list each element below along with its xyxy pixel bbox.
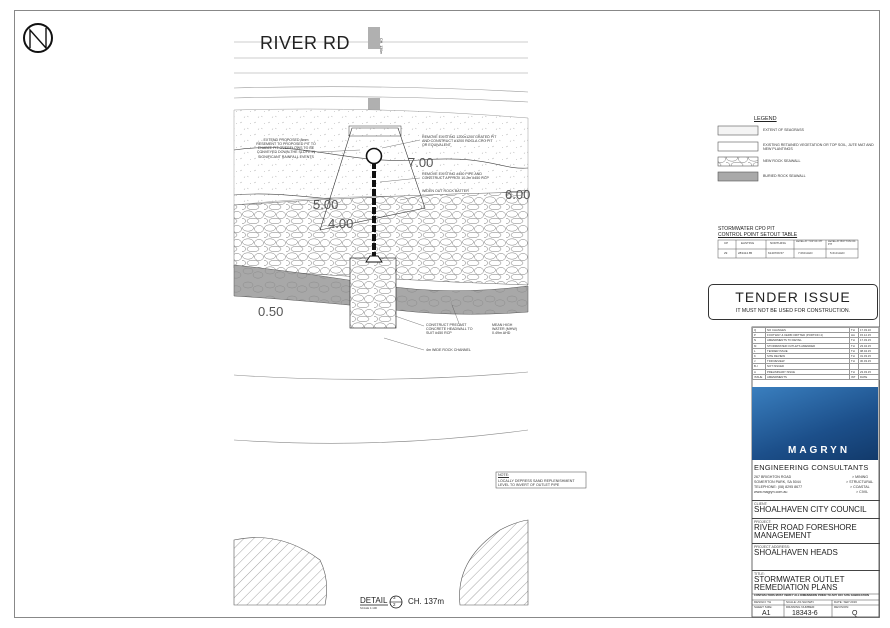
callout-remove-pipe: REMOVE EXISTING #450 PIPE AND CONSTRUCT … — [422, 172, 489, 181]
client-name: SHOALHAVEN CITY COUNCIL — [754, 505, 867, 514]
company-logo: MAGRYN — [752, 387, 878, 460]
drawing-number-label: DRAWING NUMBER: — [786, 605, 816, 609]
tender-heading: TENDER ISSUE — [735, 289, 851, 305]
drawing-sheet-border — [14, 10, 880, 618]
project-address: SHOALHAVEN HEADS — [754, 548, 838, 557]
revision: Q — [852, 610, 858, 617]
drawing-title: STORMWATER OUTLET REMEDIATION PLANS — [754, 575, 845, 593]
drawing-number: 18343-6 — [792, 610, 818, 617]
company-subtitle: ENGINEERING CONSULTANTS — [754, 463, 869, 472]
detail-scale: SCALE 1:100 — [360, 606, 377, 610]
setout-cell-easting: 283414.85 — [738, 251, 753, 255]
contour-label-600: 6.00 — [505, 187, 531, 202]
company-address-2: SOMERTON PARK, SA 5044 — [754, 480, 801, 484]
service-civil: > CIVIL — [856, 490, 869, 494]
tender-subtext: IT MUST NOT BE USED FOR CONSTRUCTION. — [735, 308, 851, 314]
legend-item-seagrass: EXTENT OF SEAGRASS — [763, 128, 804, 132]
title-label: TITLE: — [754, 572, 765, 576]
setout-header-northing: NORTHING — [770, 241, 786, 245]
setout-cell-bottom: 5.610 AHD — [830, 251, 845, 255]
client-block: CLIENT: SHOALHAVEN CITY COUNCIL — [752, 500, 880, 521]
date-value: SEP 2016 — [843, 600, 857, 604]
contour-label-400: 4.00 — [328, 216, 354, 231]
setout-cell-top: 7.060 AHD — [798, 251, 813, 255]
company-phone: TELEPHONE: (08) 8295 8677 — [754, 485, 803, 489]
contour-label-500: 5.00 — [313, 197, 339, 212]
service-structural: > STRUCTURAL — [846, 480, 874, 484]
sheet-size: A1 — [762, 610, 771, 617]
company-website: www.magryn.com.au — [754, 490, 788, 494]
design-field: DESIGN: TH — [754, 601, 771, 604]
callout-widen-batter: WIDEN OUT ROCK BATTER — [422, 189, 469, 193]
setout-cell-northing: 6140709.57 — [768, 251, 784, 255]
callout-extend-easement: EXTEND PROPOSED 8mm RESEMENT TO PROPOSED… — [256, 138, 316, 159]
client-label: CLIENT: — [754, 502, 768, 506]
note-title: NOTE: — [498, 473, 509, 477]
project-address-label: PROJECT ADDRESS: — [754, 545, 790, 549]
legend-item-vegetation: EXISTING RETAINED VEGETATION OR TOP SOIL… — [763, 143, 874, 152]
detail-label: DETAIL — [360, 596, 388, 605]
callout-rock-channel: 4m WIDE ROCK CHANNEL — [426, 348, 471, 352]
legend-item-new-seawall: NEW ROCK SEAWALL — [763, 159, 801, 163]
project-block: PROJECT: RIVER ROAD FORESHORE MANAGEMENT — [752, 518, 880, 544]
logo-text: MAGRYN — [788, 445, 851, 456]
setout-title-1: STORMWATER CPO PIT — [718, 226, 775, 232]
contour-label-700: 7.00 — [408, 155, 434, 170]
setout-header-bottom: LEVEL AT BOTTOM OF PIT — [828, 240, 856, 246]
scale-label: SCALE: — [786, 600, 797, 604]
date-field: DATE: SEP 2016 — [834, 601, 857, 604]
north-arrow-icon — [23, 23, 53, 53]
callout-mean-high-water: MEAN HIGH WATER (MHW) 0.49m AHD — [492, 323, 517, 336]
title-block: TITLE: STORMWATER OUTLET REMEDIATION PLA… — [752, 570, 880, 594]
callout-remove-pit: REMOVE EXISTING 1200x1200 GRATED PIT AND… — [422, 135, 497, 148]
setout-header-easting: EASTING — [741, 241, 755, 245]
legend-title: LEGEND — [754, 116, 777, 122]
detail-number: 3 — [393, 595, 396, 600]
verify-warning: CONTRACTORS MUST VERIFY ALL DIMENSIONS P… — [754, 594, 869, 597]
company-address-1: 267 BRIGHTON ROAD — [754, 475, 792, 479]
project-label: PROJECT: — [754, 520, 772, 524]
date-label: DATE: — [834, 600, 843, 604]
tender-issue-box: TENDER ISSUE IT MUST NOT BE USED FOR CON… — [708, 284, 878, 320]
service-coastal: > COASTAL — [850, 485, 870, 489]
level-label-050: 0.50 — [258, 304, 284, 319]
callout-headwall: CONSTRUCT PRECAST CONCRETE HEADWALL TO S… — [426, 323, 473, 336]
service-mining: > MINING — [852, 475, 869, 479]
sheet-size-label: SHEET SIZE: — [754, 605, 773, 609]
project-address-block: PROJECT ADDRESS: SHOALHAVEN HEADS — [752, 543, 880, 567]
street-label: RIVER RD — [260, 33, 351, 53]
revision-cell: AMENDMENTS — [765, 373, 850, 380]
design-label: DESIGN: — [754, 600, 767, 604]
note-text: LOCALLY DEPRESS SAND REPLENISHMENT LEVEL… — [498, 479, 575, 488]
chainage-label: CH. 130m — [379, 38, 383, 55]
detail-chainage: CH. 137m — [408, 597, 445, 606]
scale-field: SCALE: AS SHOWN — [786, 601, 814, 604]
revision-cell: ISSUE — [752, 373, 766, 380]
setout-header-top: LEVEL AT TOP OF PIT — [796, 240, 823, 243]
legend-item-buried-seawall: BURIED ROCK SEAWALL — [763, 174, 806, 178]
design-value: TH — [767, 600, 772, 604]
detail-sheet: 2 — [393, 602, 396, 607]
revision-cell: INT — [849, 373, 859, 380]
revision-cell: DATE — [858, 373, 880, 380]
setout-title-2: CONTROL POINT SETOUT TABLE — [718, 232, 798, 238]
setout-cell-cp: 29 — [724, 251, 728, 255]
scale-value: AS SHOWN — [797, 600, 814, 604]
revision-label: REVISION: — [834, 605, 850, 609]
project-name: RIVER ROAD FORESHORE MANAGEMENT — [754, 523, 857, 541]
setout-header-cp: CP — [724, 241, 729, 245]
